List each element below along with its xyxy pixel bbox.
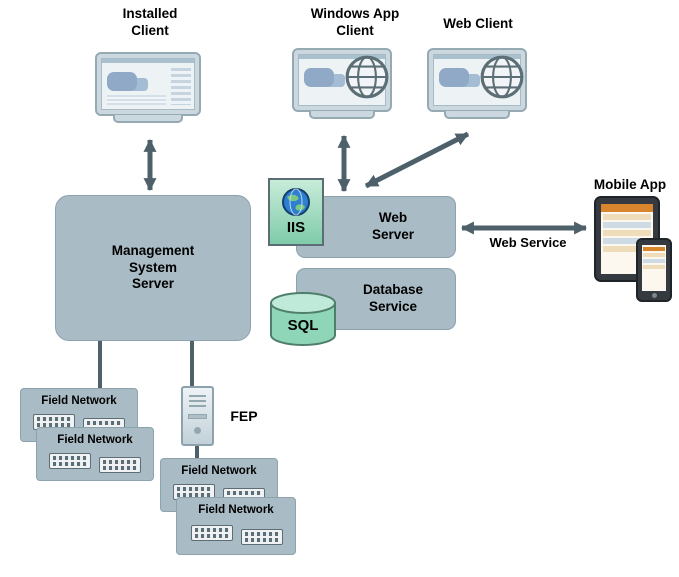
tower-power-button [194, 427, 201, 434]
tower-vent [189, 400, 206, 402]
globe-icon [480, 55, 524, 99]
web-server-label: Web Server [371, 210, 415, 242]
field-network-label: Field Network [57, 434, 133, 446]
web-client-monitor-icon [427, 48, 527, 119]
screen-content [643, 247, 665, 251]
tower-vent [189, 395, 206, 397]
screen-content [107, 72, 137, 91]
screen-content [603, 246, 651, 252]
database-service-label: Database Service [362, 282, 424, 314]
field-device-icon [173, 484, 215, 500]
phone-home-button [651, 293, 657, 298]
screen-content [603, 230, 651, 236]
tower-drive-bay [188, 414, 207, 419]
web-client-label: Web Client [443, 16, 513, 31]
screen-content [643, 259, 665, 263]
field-network-label: Field Network [41, 395, 117, 407]
screen-content [603, 222, 651, 228]
field-device-icon [99, 457, 141, 473]
monitor-base [444, 111, 510, 119]
field-device-icon [241, 529, 283, 545]
phone-screen [642, 245, 666, 291]
screen-content [603, 214, 651, 220]
screen-titlebar [434, 55, 520, 59]
screen-content [643, 253, 665, 257]
iis-globe-icon [282, 187, 310, 216]
iis-icon: IIS [268, 178, 324, 246]
screen-content [643, 265, 665, 269]
database-cylinder-shape [270, 292, 336, 346]
field-network-box: Field Network [36, 427, 154, 481]
screen-titlebar [299, 55, 385, 59]
mobile-app-label: Mobile App [593, 177, 667, 192]
screen-content [601, 204, 653, 212]
field-network-box: Field Network [176, 497, 296, 555]
windows-app-client-monitor-icon [292, 48, 392, 119]
monitor-base [309, 111, 375, 119]
screen-content [304, 68, 334, 87]
field-network-label: Field Network [198, 504, 274, 516]
management-system-server-label: Management System Server [111, 242, 195, 292]
field-device-icon [49, 453, 91, 469]
monitor-base [113, 115, 183, 123]
fep-tower-icon [181, 386, 214, 446]
sql-label: SQL [287, 317, 319, 334]
tower-vent [189, 405, 206, 407]
iis-label: IIS [286, 218, 306, 236]
windows-app-client-label: Windows App Client [310, 6, 400, 38]
fep-label: FEP [230, 408, 258, 424]
web-service-label: Web Service [489, 235, 567, 250]
field-network-label: Field Network [181, 465, 257, 477]
management-system-server-box: Management System Server [55, 195, 251, 341]
screen-content [107, 95, 166, 105]
installed-client-monitor-icon [95, 52, 201, 123]
monitor-screen [101, 58, 195, 110]
installed-client-label: Installed Client [122, 6, 178, 38]
edge-web-client-to-web-server [364, 131, 470, 189]
field-device-icon [191, 525, 233, 541]
screen-content [439, 68, 469, 87]
monitor-frame [95, 52, 201, 116]
screen-titlebar [102, 59, 194, 63]
globe-icon [345, 55, 389, 99]
screen-content [603, 238, 651, 244]
phone-icon [636, 238, 672, 302]
sql-cylinder-icon: SQL [267, 291, 339, 349]
screen-content [171, 68, 191, 105]
